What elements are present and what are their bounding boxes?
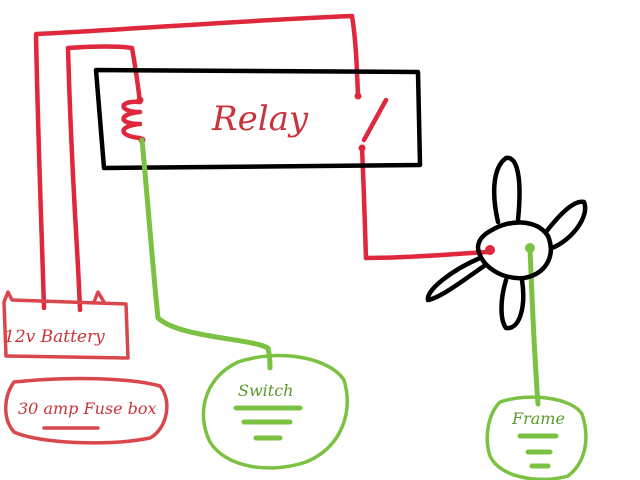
frame-label: Frame	[511, 409, 565, 428]
ground-symbol-icon	[233, 405, 303, 441]
fan-to-frame-wire	[527, 245, 541, 407]
relay-coil-icon	[121, 96, 146, 144]
fuse-box	[4, 376, 169, 445]
fan-icon	[425, 155, 588, 331]
battery-to-relay-contact-wire	[33, 13, 361, 311]
switch-label: Switch	[238, 381, 293, 400]
battery	[2, 290, 130, 360]
fuse-box-label: 30 amp Fuse box	[18, 399, 157, 418]
switch	[201, 353, 349, 470]
ground-symbol-icon	[517, 433, 559, 469]
relay-label: Relay	[211, 99, 309, 139]
battery-label: 12v Battery	[4, 327, 105, 347]
relay-switch-contact-icon	[354, 92, 389, 152]
coil-to-switch-wire	[139, 137, 273, 371]
frame	[485, 395, 588, 480]
relay-to-fan-wire	[359, 145, 491, 261]
relay-box	[93, 67, 423, 171]
fuse-to-relay-coil-wire	[65, 44, 143, 313]
